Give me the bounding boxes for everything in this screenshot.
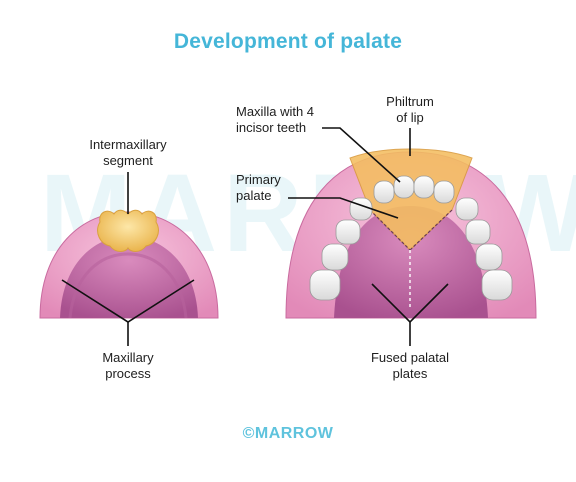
right-palate-diagram <box>285 148 537 319</box>
label-line: Philtrum <box>386 94 434 109</box>
label-line: Maxilla with 4 <box>236 104 315 119</box>
molar-teeth-left <box>309 197 373 301</box>
intermaxillary-segment-label: Intermaxillary segment <box>86 137 170 169</box>
label-line: process <box>105 366 151 381</box>
label-line: Maxillary <box>102 350 154 365</box>
incisor-tooth <box>373 180 395 204</box>
molar-tooth <box>455 197 479 221</box>
maxilla-incisor-teeth-label: Maxilla with 4 incisor teeth <box>236 104 314 136</box>
maxillary-process-label: Maxillary process <box>88 350 168 382</box>
label-line: Fused palatal <box>370 350 450 365</box>
label-line: incisor teeth <box>236 120 307 135</box>
hard-palate <box>334 206 488 318</box>
incisor-tooth <box>433 180 455 204</box>
molar-tooth <box>321 243 349 271</box>
label-line: plates <box>392 366 428 381</box>
left-palate-diagram <box>39 209 219 319</box>
palate-groove <box>68 252 188 319</box>
philtrum-label: Philtrum of lip <box>378 94 442 126</box>
maxilla-teeth-leader <box>322 127 401 183</box>
label-line: Intermaxillary <box>89 137 167 152</box>
label-line: segment <box>103 153 153 168</box>
incisor-tooth <box>413 175 435 199</box>
intermaxillary-segment <box>97 209 159 252</box>
molar-tooth <box>335 219 361 245</box>
label-line: Primary <box>236 172 281 187</box>
maxillary-process-inner <box>60 236 198 318</box>
molar-teeth-right <box>455 197 513 301</box>
incisor-teeth <box>373 175 455 204</box>
molar-tooth <box>465 219 491 245</box>
label-line: of lip <box>396 110 424 125</box>
primary-palate-label: Primary palate <box>236 172 281 204</box>
molar-tooth <box>309 269 341 301</box>
fused-palatal-plates-label: Fused palatal plates <box>360 350 460 382</box>
leader-lines <box>61 127 449 346</box>
molar-tooth <box>349 197 373 221</box>
label-line: palate <box>236 188 272 203</box>
molar-tooth <box>481 269 513 301</box>
molar-tooth <box>475 243 503 271</box>
copyright-logo: ©MARROW <box>242 425 334 442</box>
incisive-suture-left <box>369 209 411 251</box>
page-title: Development of palate <box>173 30 403 53</box>
primary-palate-leader <box>288 197 399 219</box>
